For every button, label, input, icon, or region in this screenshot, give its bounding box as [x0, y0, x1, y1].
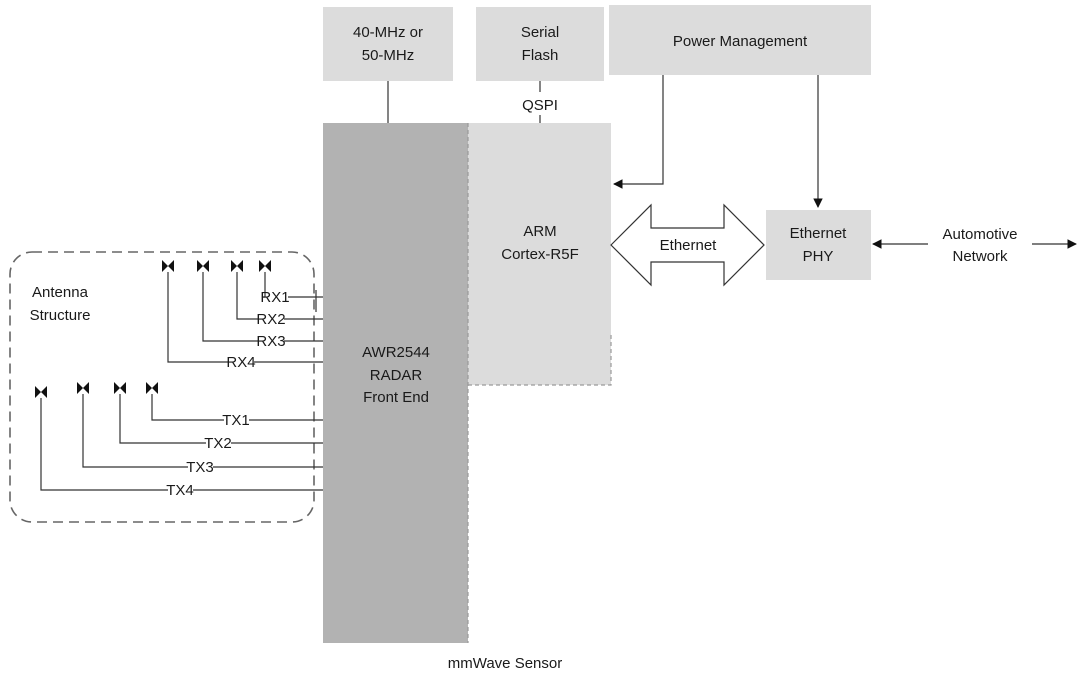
- antenna-icon: [77, 382, 89, 394]
- rx-channel-4: RX4: [162, 260, 323, 371]
- flash-label-line1: Serial: [521, 24, 559, 41]
- tx-label: TX3: [186, 459, 214, 476]
- rx-channel-1: RX1: [259, 260, 323, 306]
- tx-channel-3: TX3: [77, 382, 323, 476]
- antenna-icon: [259, 260, 271, 272]
- mmwave-sensor-label: mmWave Sensor: [448, 655, 562, 672]
- qspi-label: QSPI: [522, 97, 558, 114]
- rx-label: RX2: [256, 311, 285, 328]
- power-management-block: Power Management: [609, 5, 871, 75]
- automotive-network-link: Automotive Network: [872, 226, 1077, 265]
- rx-label: RX1: [260, 289, 289, 306]
- serial-flash-block: Serial Flash: [476, 7, 604, 81]
- antenna-icon: [35, 386, 47, 398]
- ethernet-double-arrow: [610, 203, 765, 287]
- rx-feed-line: [202, 272, 259, 342]
- tx-label: TX4: [166, 482, 194, 499]
- tx-label: TX2: [204, 435, 232, 452]
- network-label-line2: Network: [952, 248, 1008, 265]
- qspi-link: QSPI: [522, 81, 558, 123]
- tx-feed-line: [82, 394, 188, 468]
- radar-label-line3: Front End: [363, 389, 429, 406]
- tx-channel-1: TX1: [146, 382, 323, 429]
- antenna-structure-boundary: [9, 251, 315, 523]
- power-to-arm-arrow: [613, 75, 664, 189]
- antenna-label-line2: Structure: [30, 307, 91, 324]
- rx-channel-2: RX2: [231, 260, 323, 328]
- antenna-icon: [197, 260, 209, 272]
- rx-feed-line: [167, 272, 229, 363]
- tx-feed-line: [119, 394, 206, 444]
- rx-feed-line: [263, 272, 266, 298]
- mmwave-sensor-boundary: [467, 123, 612, 643]
- antenna-label-line1: Antenna: [32, 284, 89, 301]
- rx-feed-line: [236, 272, 259, 320]
- phy-label-line2: PHY: [803, 248, 834, 265]
- clock-block: 40-MHz or 50-MHz: [323, 7, 453, 81]
- antenna-icon: [231, 260, 243, 272]
- tx-label: TX1: [222, 412, 250, 429]
- arm-cortex-block: ARM Cortex-R5F: [468, 123, 611, 385]
- phy-label-line1: Ethernet: [790, 225, 848, 242]
- ethernet-link: Ethernet: [610, 203, 765, 287]
- radar-front-end-block: AWR2544 RADAR Front End: [323, 123, 468, 643]
- power-label: Power Management: [673, 33, 808, 50]
- radar-label-line2: RADAR: [370, 367, 423, 384]
- radar-label-line1: AWR2544: [362, 344, 430, 361]
- tx-feed-line: [151, 394, 224, 421]
- rx-label: RX3: [256, 333, 285, 350]
- clock-label-line2: 50-MHz: [362, 47, 415, 64]
- arm-label-line1: ARM: [523, 223, 556, 240]
- antenna-structure: Antenna Structure: [9, 251, 315, 523]
- antenna-icon: [114, 382, 126, 394]
- ethernet-link-label: Ethernet: [660, 237, 718, 254]
- rx-label: RX4: [226, 354, 255, 371]
- ethernet-phy-block: Ethernet PHY: [766, 210, 871, 280]
- antenna-icon: [146, 382, 158, 394]
- rx-channel-3: RX3: [197, 260, 323, 350]
- tx-channel-2: TX2: [114, 382, 323, 452]
- network-label-line1: Automotive: [942, 226, 1017, 243]
- tx-feed-line: [40, 398, 168, 491]
- antenna-icon: [162, 260, 174, 272]
- tx-channel-4: TX4: [35, 386, 323, 499]
- arm-label-line2: Cortex-R5F: [501, 246, 579, 263]
- clock-label-line1: 40-MHz or: [353, 24, 423, 41]
- flash-label-line2: Flash: [522, 47, 559, 64]
